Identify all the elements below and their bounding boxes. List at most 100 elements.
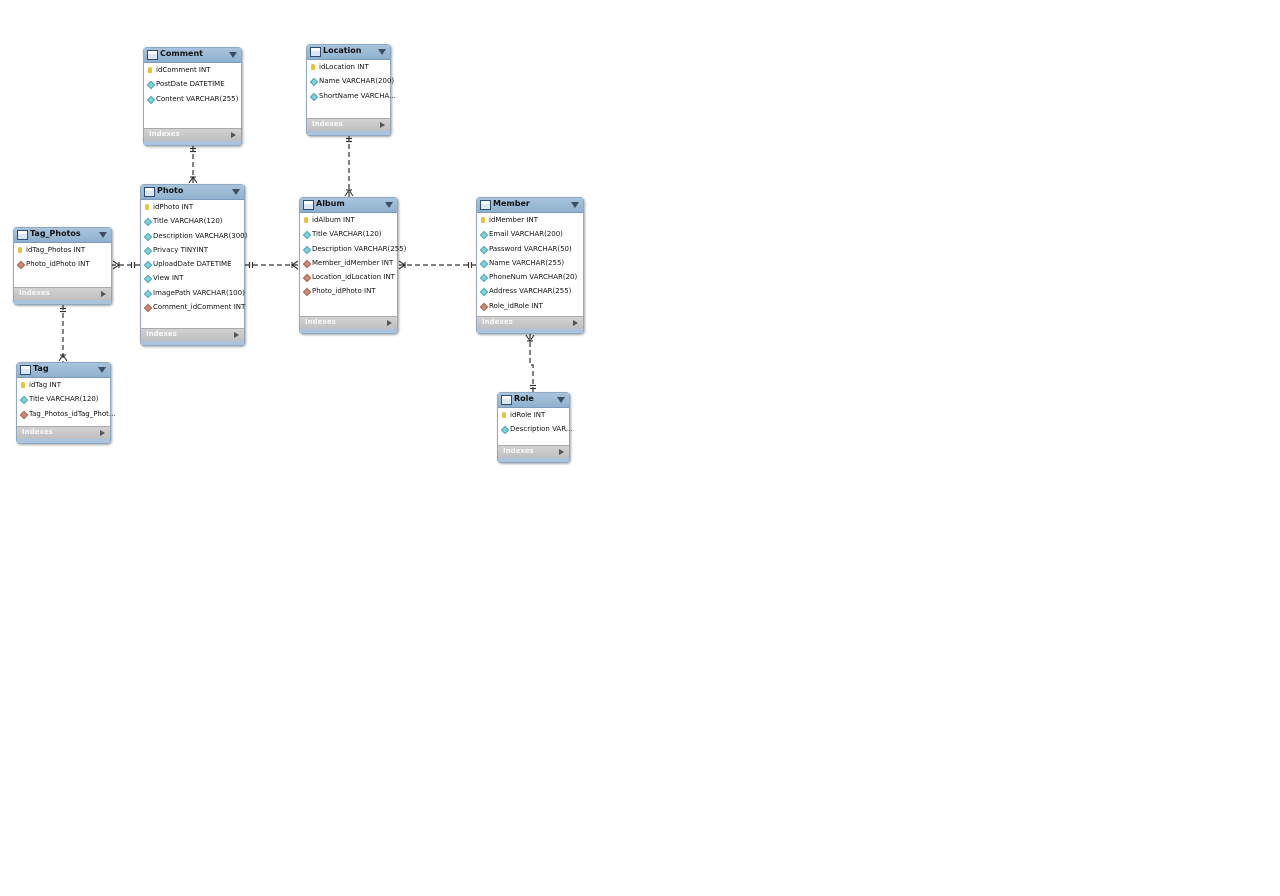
- column-row[interactable]: Title VARCHAR(120): [300, 228, 397, 242]
- column-row[interactable]: Description VAR...: [498, 423, 573, 437]
- column-row[interactable]: Name VARCHAR(255): [477, 257, 583, 271]
- column-row[interactable]: Privacy TINYINT: [141, 244, 244, 258]
- column-row[interactable]: idAlbum INT: [300, 214, 397, 228]
- column-diamond-icon: [479, 231, 489, 240]
- table-name: Role: [514, 394, 534, 403]
- indexes-bar[interactable]: Indexes: [300, 316, 397, 329]
- collapse-arrow-icon[interactable]: [557, 397, 565, 403]
- collapse-arrow-icon[interactable]: [232, 189, 240, 195]
- indexes-bar[interactable]: Indexes: [498, 445, 569, 458]
- column-text: Description VARCHAR(300): [153, 231, 248, 240]
- column-row[interactable]: Content VARCHAR(255): [144, 93, 241, 107]
- column-diamond-icon: [143, 232, 153, 241]
- column-row[interactable]: Photo_idPhoto INT: [14, 258, 111, 272]
- expand-arrow-icon[interactable]: [101, 291, 106, 297]
- collapse-arrow-icon[interactable]: [378, 49, 386, 55]
- one-end-marker: [530, 384, 536, 390]
- expand-arrow-icon[interactable]: [231, 132, 236, 138]
- many-end-marker: [58, 354, 68, 362]
- table-name: Album: [316, 199, 345, 208]
- table-header[interactable]: Photo: [141, 185, 244, 200]
- expand-arrow-icon[interactable]: [380, 122, 385, 128]
- collapse-arrow-icon[interactable]: [571, 202, 579, 208]
- column-text: idPhoto INT: [153, 203, 194, 211]
- column-row[interactable]: PhoneNum VARCHAR(20): [477, 271, 583, 285]
- indexes-bar[interactable]: Indexes: [141, 328, 244, 341]
- column-row[interactable]: idComment INT: [144, 64, 241, 78]
- expand-arrow-icon[interactable]: [234, 332, 239, 338]
- column-row[interactable]: idLocation INT: [307, 61, 390, 75]
- column-diamond-icon: [143, 260, 153, 270]
- column-row[interactable]: Role_idRole INT: [477, 300, 583, 314]
- one-end-marker: [190, 147, 196, 153]
- column-row[interactable]: Title VARCHAR(120): [17, 393, 110, 407]
- column-row[interactable]: idPhoto INT: [141, 201, 244, 215]
- table-header[interactable]: Comment: [144, 48, 241, 63]
- column-text: View INT: [153, 274, 184, 283]
- column-row[interactable]: Description VARCHAR(300): [141, 230, 248, 244]
- column-row[interactable]: ShortName VARCHA...: [307, 90, 396, 104]
- table-header[interactable]: Album: [300, 198, 397, 213]
- collapse-arrow-icon[interactable]: [98, 367, 106, 373]
- column-diamond-icon: [143, 218, 153, 227]
- column-row[interactable]: Password VARCHAR(50): [477, 243, 583, 257]
- column-row[interactable]: Member_idMember INT: [300, 257, 397, 271]
- one-end-marker: [60, 307, 66, 313]
- expand-arrow-icon[interactable]: [100, 430, 105, 436]
- column-row[interactable]: idTag_Photos INT: [14, 244, 111, 258]
- expand-arrow-icon[interactable]: [573, 320, 578, 326]
- column-row[interactable]: Location_idLocation INT: [300, 271, 397, 285]
- column-row[interactable]: Tag_Photos_idTag_Phot...: [17, 408, 116, 422]
- expand-arrow-icon[interactable]: [559, 449, 564, 455]
- table-icon: [501, 395, 512, 405]
- collapse-arrow-icon[interactable]: [229, 52, 237, 58]
- collapse-arrow-icon[interactable]: [385, 202, 393, 208]
- column-row[interactable]: PostDate DATETIME: [144, 78, 241, 92]
- column-row[interactable]: UploadDate DATETIME: [141, 258, 244, 272]
- indexes-bar[interactable]: Indexes: [14, 287, 111, 300]
- indexes-bar[interactable]: Indexes: [307, 118, 390, 131]
- column-row[interactable]: Description VARCHAR(255): [300, 243, 406, 257]
- column-row[interactable]: Address VARCHAR(255): [477, 285, 583, 299]
- table-photo[interactable]: Photo idPhoto INT Title VARCHAR(120) Descri…: [140, 184, 248, 346]
- indexes-bar[interactable]: Indexes: [144, 128, 241, 141]
- table-header[interactable]: Role: [498, 393, 569, 408]
- indexes-bar[interactable]: Indexes: [477, 316, 583, 329]
- column-row[interactable]: Email VARCHAR(200): [477, 228, 583, 242]
- column-row[interactable]: idTag INT: [17, 379, 110, 393]
- table-header[interactable]: Tag_Photos: [14, 228, 111, 243]
- column-row[interactable]: View INT: [141, 272, 244, 286]
- foreign-key-icon: [19, 410, 29, 419]
- column-diamond-icon: [479, 273, 489, 283]
- column-row[interactable]: Photo_idPhoto INT: [300, 285, 397, 299]
- column-row[interactable]: ImagePath VARCHAR(100): [141, 287, 245, 301]
- column-row[interactable]: Comment_idComment INT: [141, 301, 245, 315]
- one-end-marker: [130, 262, 136, 268]
- table-icon: [20, 365, 31, 375]
- indexes-bar[interactable]: Indexes: [17, 426, 110, 439]
- column-text: Description VARCHAR(255): [312, 244, 407, 253]
- column-row[interactable]: Name VARCHAR(200): [307, 75, 394, 89]
- column-row[interactable]: idRole INT: [498, 409, 569, 423]
- column-diamond-icon: [146, 95, 156, 104]
- table-header[interactable]: Location: [307, 45, 390, 60]
- primary-key-icon: [481, 217, 485, 223]
- expand-arrow-icon[interactable]: [387, 320, 392, 326]
- collapse-arrow-icon[interactable]: [99, 232, 107, 238]
- column-row[interactable]: idMember INT: [477, 214, 583, 228]
- table-header[interactable]: Tag: [17, 363, 110, 378]
- column-row[interactable]: Title VARCHAR(120): [141, 215, 244, 229]
- crows-foot: [344, 189, 354, 197]
- foreign-key-icon: [302, 273, 312, 283]
- table-header[interactable]: Member: [477, 198, 583, 213]
- foreign-key-icon: [302, 288, 312, 297]
